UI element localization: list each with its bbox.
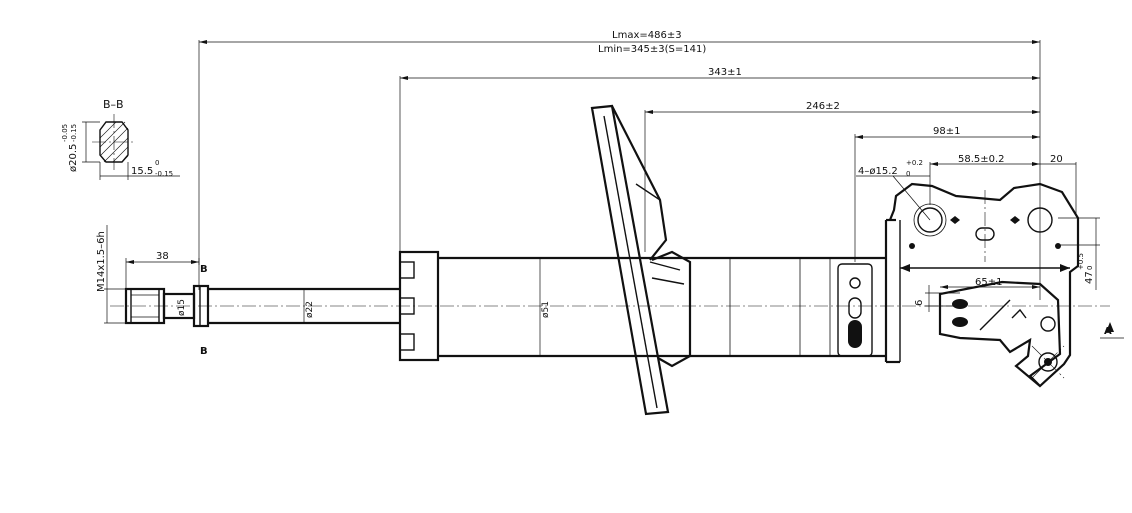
section-flat-tol-upper: 0 <box>155 159 159 167</box>
spring-seat-plate <box>590 104 692 416</box>
dim-lmax: Lmax=486±3 <box>612 30 682 41</box>
rod-end: 38 M14x1.5–6h ø15 ø22 B B <box>96 225 400 357</box>
knuckle-bracket <box>884 182 1080 388</box>
dim-585: 58.5±0.2 <box>958 154 1005 165</box>
view-marker-a: A <box>1104 326 1112 337</box>
section-label: B–B <box>103 98 124 111</box>
section-marker-top: B <box>200 264 208 275</box>
cylinder-body: ø51 <box>398 250 886 362</box>
section-diameter-tol-lower: -0.15 <box>70 124 78 142</box>
dim-47-tol-lower: 0 <box>1086 266 1094 270</box>
dim-thread: M14x1.5–6h <box>96 231 107 292</box>
dim-38: 38 <box>156 251 169 262</box>
section-diameter-tol-upper: -0.05 <box>61 124 69 142</box>
dim-98: 98±1 <box>933 126 960 137</box>
section-flat-tol-lower: -0.15 <box>155 170 173 178</box>
overall-dimensions: Lmax=486±3 Lmin=345±3(S=141) 343±1 246±2… <box>198 30 1100 312</box>
dim-holes-tol-lower: 0 <box>906 170 910 178</box>
dim-47: 47 <box>1084 271 1095 284</box>
dim-holes: 4–ø15.2 <box>858 166 898 177</box>
section-diameter: ø20.5 <box>68 144 79 172</box>
dim-343: 343±1 <box>708 67 742 78</box>
dim-lmin: Lmin=345±3(S=141) <box>598 44 706 55</box>
dim-rod22: ø22 <box>305 301 315 318</box>
dim-246: 246±2 <box>806 101 840 112</box>
view-arrow-a: A <box>1100 322 1124 339</box>
dim-rod15: ø15 <box>177 299 187 316</box>
dim-47-tol-upper: +0.5 <box>1077 253 1085 270</box>
dim-body51: ø51 <box>541 301 551 318</box>
section-hatching <box>99 121 129 163</box>
dim-20: 20 <box>1050 154 1063 165</box>
section-flat: 15.5 <box>131 166 153 177</box>
dim-65: 65±1 <box>975 277 1002 288</box>
dim-6: 6 <box>914 300 925 306</box>
dim-holes-tol-upper: +0.2 <box>906 159 923 167</box>
section-b-b: B–B ø20.5 -0.05 -0.15 15.5 0 -0.15 <box>61 98 180 180</box>
section-marker-bottom: B <box>200 346 208 357</box>
